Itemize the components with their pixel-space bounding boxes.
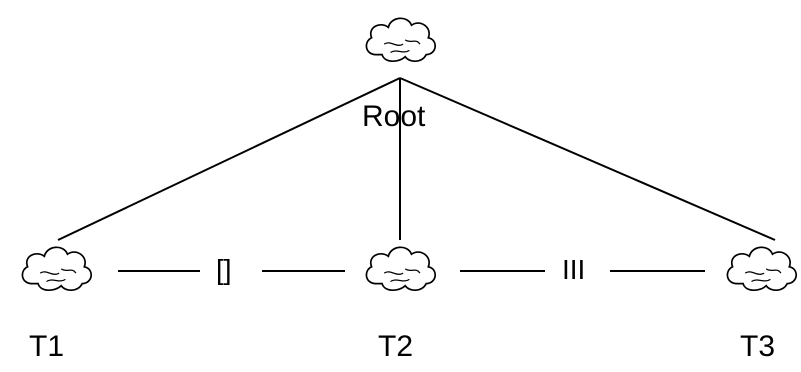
- t3-cloud-icon: [726, 246, 798, 292]
- edge-root-t1: [57, 77, 401, 241]
- link-t1-t2-label: []: [212, 254, 236, 286]
- edge-root-t3: [399, 77, 776, 241]
- t2-cloud-icon: [365, 246, 437, 292]
- t1-label: T1: [29, 330, 65, 363]
- root-label: Root: [362, 100, 426, 133]
- t2-label: T2: [378, 330, 414, 363]
- link-t2-t3-label: III: [558, 254, 590, 286]
- root-cloud-icon: [365, 17, 437, 63]
- t3-label: T3: [740, 330, 776, 363]
- t1-cloud-icon: [21, 246, 93, 292]
